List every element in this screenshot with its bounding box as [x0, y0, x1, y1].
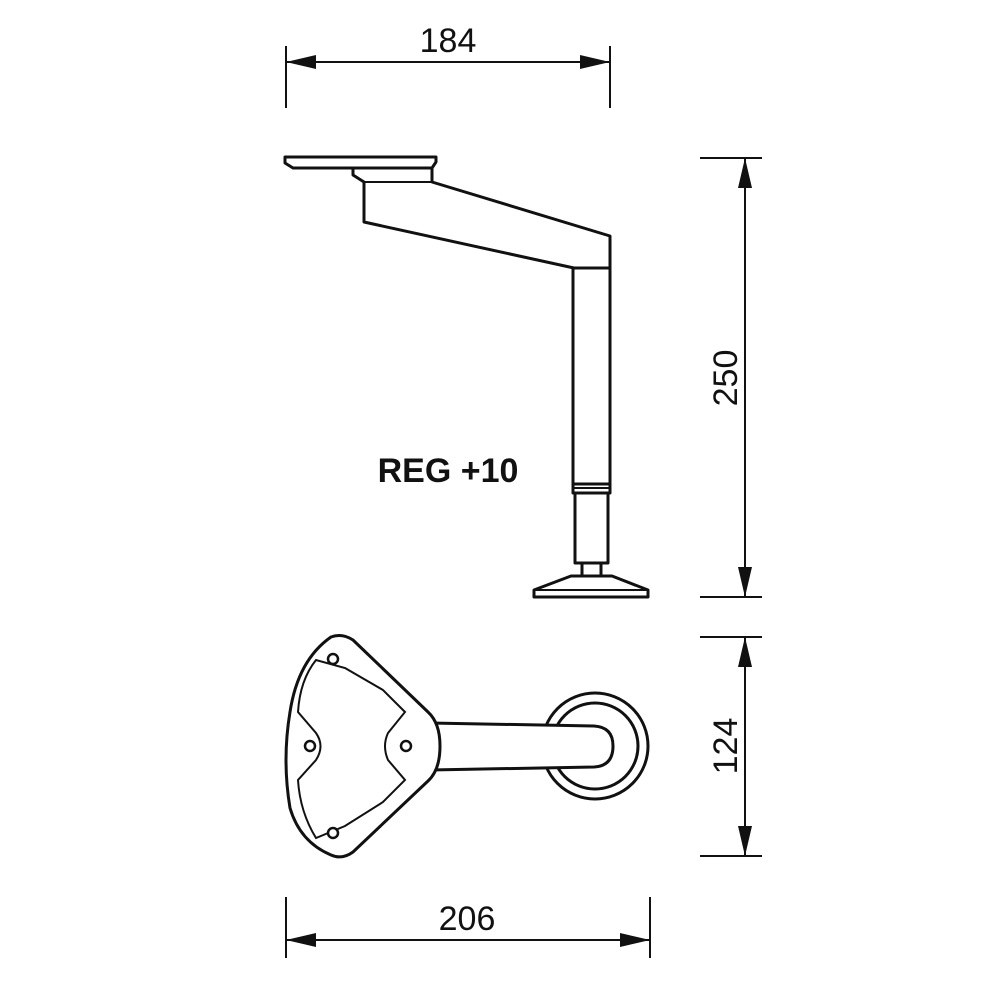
- dimension-top-width-label: 184: [420, 22, 477, 60]
- screw-hole-bottom: [326, 826, 340, 840]
- dimension-base-depth-label: 124: [707, 718, 745, 775]
- leg-side-view: REG +10: [283, 155, 650, 599]
- screw-hole-top: [326, 652, 340, 666]
- screw-hole-left: [303, 739, 317, 753]
- dimension-bottom-width-label: 206: [439, 900, 496, 938]
- mounting-plate-rim: [296, 658, 407, 840]
- mounting-plate: [283, 155, 438, 170]
- mounting-plate-outline: [284, 634, 442, 859]
- top-arm: [428, 721, 615, 772]
- leg-tube: [571, 266, 612, 486]
- dimension-height-label: 250: [707, 350, 745, 407]
- foot-stem: [580, 561, 603, 578]
- leg-top-view: [284, 634, 650, 859]
- dimension-base-depth: 124: [700, 636, 762, 857]
- adjustable-tube: [573, 491, 610, 565]
- foot-pad: [532, 574, 650, 599]
- screw-hole-right: [399, 739, 413, 753]
- adjustment-label: REG +10: [378, 452, 519, 490]
- dimension-bottom-width: 206: [285, 897, 651, 958]
- dimension-height: 250: [700, 157, 762, 598]
- dimension-top-width: 184: [285, 22, 611, 108]
